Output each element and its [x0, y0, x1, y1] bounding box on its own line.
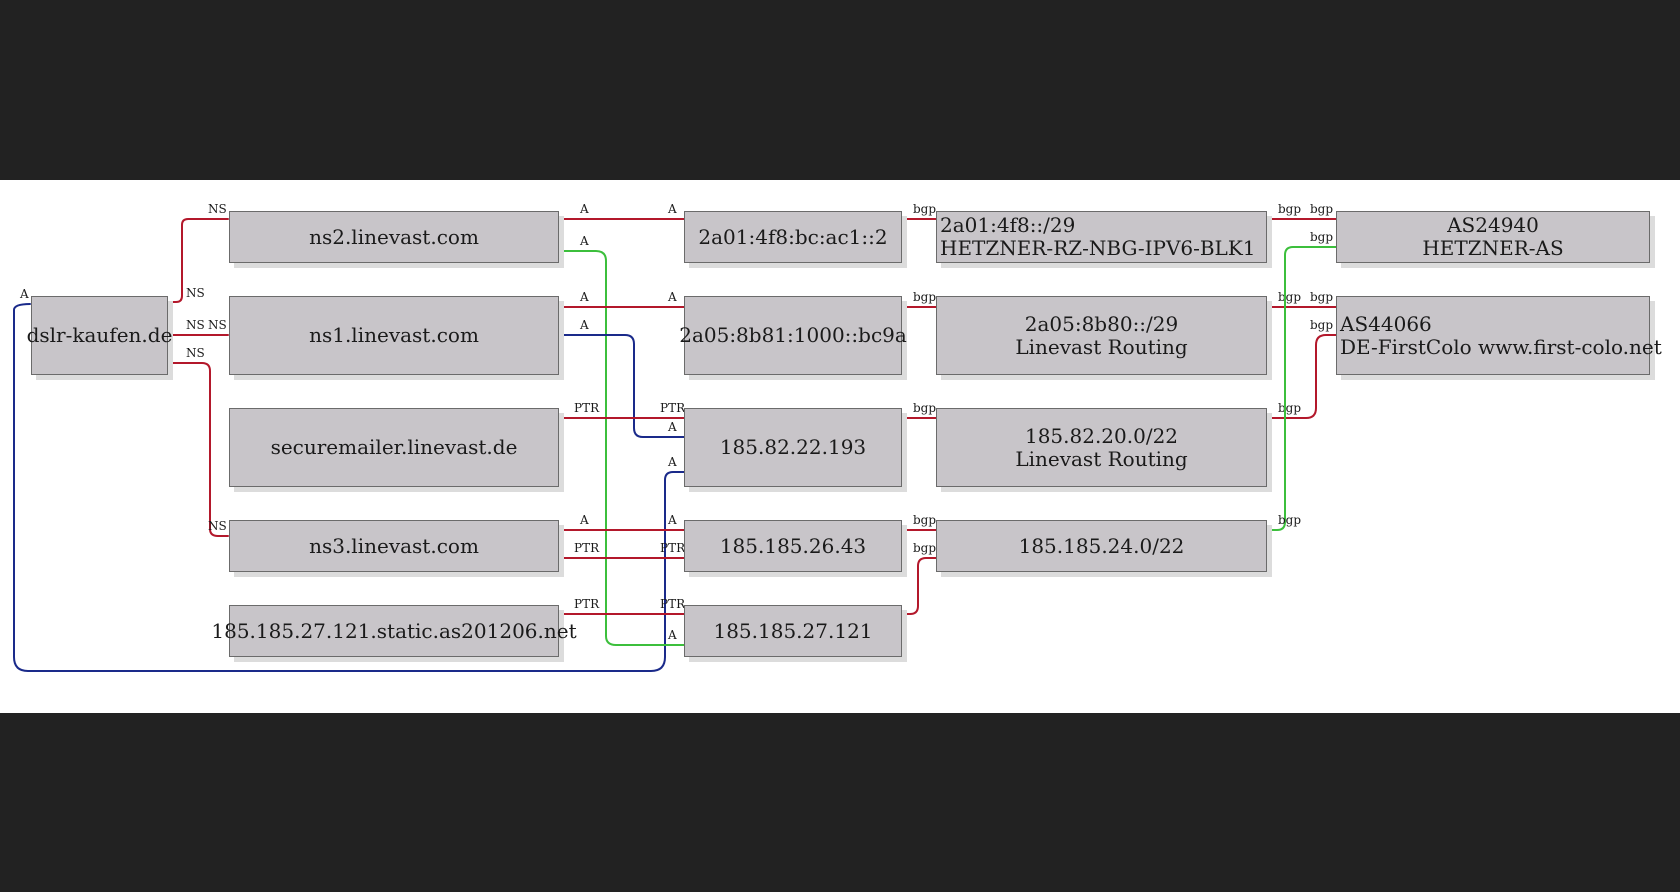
edge-label-ns2-ip4c-0: A [667, 628, 677, 642]
edge-label-static-ip4c-0: PTR [660, 597, 686, 611]
edge-ns1-ip4a [559, 334, 685, 438]
edge-label-ns3-ip4b-0: PTR [660, 541, 686, 555]
node-net6a-line-0: 2a01:4f8::/29 [940, 213, 1076, 237]
node-domain-line-0: dslr-kaufen.de [26, 323, 173, 347]
node-static[interactable]: 185.185.27.121.static.as201206.net [211, 605, 577, 657]
node-ip6a-line-0: 2a01:4f8:bc:ac1::2 [698, 224, 888, 249]
edge-label-domain-ns2-0: NS [208, 202, 227, 216]
edge-domain-ns3 [167, 362, 229, 537]
node-ip4b[interactable]: 185.185.26.43 [684, 520, 902, 572]
node-securemailer[interactable]: securemailer.linevast.de [229, 408, 559, 487]
edge-label-domain-ns3-1: NS [186, 346, 205, 360]
node-net4b[interactable]: 185.185.24.0/22 [936, 520, 1267, 572]
node-ip4b-line-0: 185.185.26.43 [719, 533, 867, 558]
node-ns1[interactable]: ns1.linevast.com [229, 296, 559, 375]
node-ns3[interactable]: ns3.linevast.com [229, 520, 559, 572]
edge-label-domain-ns1-0: NS [208, 318, 227, 332]
edge-label-net6a-as1-1: bgp [1278, 202, 1301, 216]
edge-net4a-as2 [1266, 334, 1337, 419]
node-ip4c-line-0: 185.185.27.121 [713, 618, 873, 643]
edge-label-domain-ns2-1: NS [186, 286, 205, 300]
edge-domain-ip4a [13, 303, 685, 672]
node-ip4a-line-0: 185.82.22.193 [719, 435, 867, 459]
node-ns1-line-0: ns1.linevast.com [309, 323, 479, 347]
edge-ip4c-net4b [901, 557, 937, 615]
node-domain[interactable]: dslr-kaufen.de [27, 296, 172, 375]
node-net4a-line-1: Linevast Routing [1015, 446, 1188, 471]
edge-label-ip4a-net4a-0: bgp [913, 401, 936, 415]
edge-label-ns1-ip4a-0: A [667, 420, 677, 434]
edge-label-net4a-as2-1: bgp [1278, 401, 1301, 415]
edge-label-ns3-ip4b-0: A [667, 513, 677, 527]
edge-label-ns2-ip6a-1: A [579, 202, 589, 216]
node-net6a-line-1: HETZNER-RZ-NBG-IPV6-BLK1 [940, 236, 1256, 260]
edge-label-net4b-as1-1: bgp [1278, 513, 1301, 527]
edge-label-net6b-as2-0: bgp [1310, 290, 1333, 304]
node-static-line-0: 185.185.27.121.static.as201206.net [211, 618, 577, 643]
edge-net4b-as1 [1266, 246, 1337, 531]
node-ip4c[interactable]: 185.185.27.121 [684, 605, 902, 657]
node-net6b-line-1: Linevast Routing [1015, 334, 1188, 359]
edge-label-net4a-as2-0: bgp [1310, 318, 1333, 332]
node-net6b-line-0: 2a05:8b80::/29 [1024, 311, 1179, 336]
edge-label-ns2-ip6a-0: A [667, 202, 677, 216]
node-ns2[interactable]: ns2.linevast.com [229, 211, 559, 263]
node-ip4a[interactable]: 185.82.22.193 [684, 408, 902, 487]
edge-label-ns3-ip4b-1: A [579, 513, 589, 527]
node-as2-line-1: DE-FirstColo www.first-colo.net [1340, 334, 1662, 359]
node-ip6b-line-0: 2a05:8b81:1000::bc9a [679, 323, 907, 347]
edge-label-ns1-ip6b-1: A [579, 290, 589, 304]
edge-label-securemailer-ip4a-0: PTR [660, 401, 686, 415]
node-net4a-line-0: 185.82.20.0/22 [1024, 423, 1179, 448]
edge-label-net6b-as2-1: bgp [1278, 290, 1301, 304]
node-as1-line-0: AS24940 [1447, 213, 1539, 237]
edge-ns2-ip4c [559, 250, 685, 646]
edge-label-static-ip4c-1: PTR [574, 597, 600, 611]
node-ip6a[interactable]: 2a01:4f8:bc:ac1::2 [684, 211, 902, 263]
edge-label-ns3-ip4b-1: PTR [574, 541, 600, 555]
edge-label-securemailer-ip4a-1: PTR [574, 401, 600, 415]
edge-label-domain-ns3-0: NS [208, 519, 227, 533]
edge-label-domain-ip4a-1: A [19, 287, 29, 301]
edge-label-ip6a-net6a-0: bgp [913, 202, 936, 216]
edge-label-ns2-ip4c-1: A [579, 234, 589, 248]
edge-label-domain-ns1-1: NS [186, 318, 205, 332]
edge-label-ip4b-net4b-0: bgp [913, 513, 936, 527]
node-securemailer-line-0: securemailer.linevast.de [270, 435, 518, 459]
edge-label-ip4c-net4b-0: bgp [913, 541, 936, 555]
node-net4b-line-0: 185.185.24.0/22 [1018, 533, 1185, 558]
node-ip6b[interactable]: 2a05:8b81:1000::bc9a [679, 296, 907, 375]
edge-label-domain-ip4a-0: A [667, 455, 677, 469]
node-ns2-line-0: ns2.linevast.com [309, 224, 479, 249]
node-as1-line-1: HETZNER-AS [1422, 236, 1564, 260]
edge-label-net4b-as1-0: bgp [1310, 230, 1333, 244]
node-ns3-line-0: ns3.linevast.com [309, 533, 479, 558]
edge-domain-ns2 [167, 218, 229, 303]
edge-label-ns1-ip6b-0: A [667, 290, 677, 304]
node-as2-line-0: AS44066 [1340, 311, 1432, 336]
edge-layer: NSNSNSNSNSNSAAAAAAAAAAPTRPTRAAPTRPTRPTRP… [13, 202, 1337, 672]
edge-label-ip6b-net6b-0: bgp [913, 290, 936, 304]
edge-label-ns1-ip4a-1: A [579, 318, 589, 332]
edge-label-net6a-as1-0: bgp [1310, 202, 1333, 216]
